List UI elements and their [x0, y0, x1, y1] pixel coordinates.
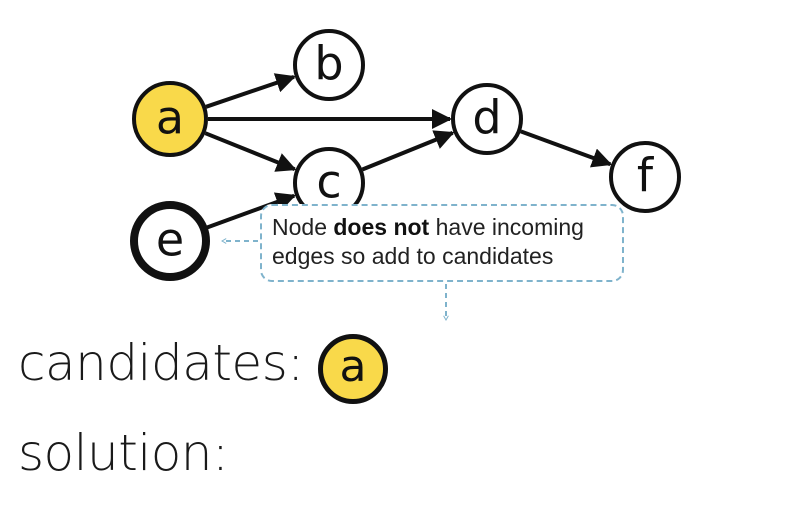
node-c: c: [293, 147, 365, 219]
edge-a-b: [205, 73, 296, 109]
node-f: f: [609, 141, 681, 213]
node-e: e: [130, 201, 210, 281]
candidate-token-a: a: [318, 334, 388, 404]
node-e-label: e: [156, 213, 184, 267]
node-f-label: f: [637, 149, 655, 203]
edge-e-c: [205, 192, 297, 230]
solution-label: solution:: [18, 424, 229, 482]
callout-bold: does not: [333, 214, 430, 240]
node-a-circle: [132, 81, 208, 157]
node-d-circle: [451, 83, 523, 155]
node-b-label: b: [314, 37, 343, 91]
callout-box: Node does not have incoming edges so add…: [260, 204, 624, 282]
callout-line-2: edges so add to candidates: [272, 243, 554, 269]
callout-prefix: Node: [272, 214, 334, 240]
node-b-circle: [293, 29, 365, 101]
callout-line-1: Node does not have incoming: [272, 213, 622, 242]
node-c-label: c: [316, 155, 341, 209]
candidates-label: candidates:: [18, 334, 304, 392]
node-d: d: [451, 83, 523, 155]
edge-a-c: [204, 131, 297, 172]
node-a-label: a: [156, 91, 184, 145]
node-e-circle: [130, 201, 210, 281]
callout-suffix: have incoming: [429, 214, 584, 240]
edge-c-d: [361, 130, 455, 172]
node-f-circle: [609, 141, 681, 213]
node-b: b: [293, 29, 365, 101]
node-a: a: [132, 81, 208, 157]
edge-d-f: [520, 129, 613, 168]
node-d-label: d: [472, 91, 501, 145]
